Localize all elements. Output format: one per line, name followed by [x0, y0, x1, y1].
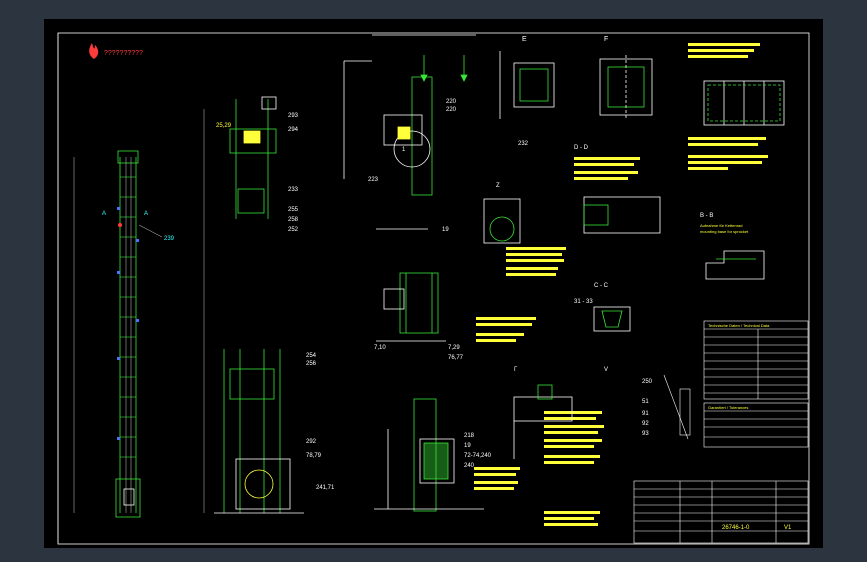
svg-text:256: 256	[306, 361, 317, 367]
yellow-notes-dd	[574, 157, 640, 180]
view-f	[599, 55, 653, 119]
drive-labels: 220 220 223 1	[368, 99, 457, 183]
right-small-detail	[663, 374, 691, 440]
svg-text:218: 218	[464, 433, 475, 439]
view-e	[499, 51, 555, 119]
svg-text:7,10: 7,10	[374, 345, 386, 351]
svg-text:252: 252	[288, 227, 299, 233]
view-z	[483, 198, 521, 244]
tech-data-table	[703, 320, 809, 448]
section-a-left: A	[102, 211, 106, 217]
right-small-labels: 250 51 91 92 93	[642, 379, 653, 437]
view-a-detail	[703, 80, 785, 126]
svg-text:25,29: 25,29	[216, 123, 232, 129]
svg-text:1: 1	[402, 147, 406, 153]
svg-text:255: 255	[288, 207, 299, 213]
view-dd-title: D - D	[574, 145, 589, 151]
svg-text:254: 254	[306, 353, 317, 359]
svg-text:220: 220	[446, 107, 457, 113]
section-a-right: A	[144, 211, 148, 217]
tech-table-title: Technische Daten / Technical Data	[708, 323, 770, 328]
boot-labels: 218 19 72-74,240 240	[464, 433, 492, 469]
revision: V1	[784, 525, 792, 531]
svg-text:240: 240	[464, 463, 475, 469]
label-239: 239	[164, 236, 175, 242]
svg-text:241,71: 241,71	[316, 485, 335, 491]
company-logo: ??????????	[89, 43, 143, 59]
view-bb	[705, 250, 765, 280]
view-cc	[593, 306, 631, 332]
foot-labels: 254 256 292 78,79 241,71	[306, 353, 335, 491]
svg-text:93: 93	[642, 431, 649, 437]
svg-text:223: 223	[368, 177, 379, 183]
bb-note-en: mounting base for sprocket	[700, 229, 749, 234]
svg-text:250: 250	[642, 379, 653, 385]
svg-text:76,77: 76,77	[448, 355, 464, 361]
tensioner-labels: 7,29 76,77 7,10 19	[374, 227, 464, 361]
title-block	[633, 480, 809, 544]
svg-text:91: 91	[642, 411, 649, 417]
label-31: 31 - 33	[574, 299, 593, 305]
svg-text:292: 292	[306, 439, 317, 445]
yellow-notes-mid	[476, 247, 566, 342]
elevator-tall-view	[115, 150, 141, 518]
view-cc-title: C - C	[594, 283, 609, 289]
view-e-title: E	[522, 36, 527, 43]
drawing-frame: ?????????? 239 A A 2	[44, 19, 823, 548]
elevator-foot-view	[214, 349, 304, 514]
tensioner-view	[376, 228, 446, 342]
svg-text:78,79: 78,79	[306, 453, 322, 459]
force-arrows	[420, 55, 468, 82]
cad-drawing: ?????????? 239 A A 2	[57, 32, 810, 545]
elevator-red-marker	[118, 223, 122, 227]
view-gamma-title: Γ	[514, 367, 518, 373]
svg-text:92: 92	[642, 421, 649, 427]
svg-text:294: 294	[288, 127, 299, 133]
elevator-markers	[117, 207, 139, 440]
tech-table-sub: Garantiert / Tolerances	[708, 405, 748, 410]
svg-text:19: 19	[464, 443, 471, 449]
svg-text:220: 220	[446, 99, 457, 105]
view-v-title: V	[604, 367, 608, 373]
svg-text:7,29: 7,29	[448, 345, 460, 351]
view-bb-title: B - B	[700, 213, 713, 219]
bb-note: Aufnahme für Kettenrad	[700, 223, 742, 228]
head-labels: 293 294 233 255 258 252 25,29	[216, 113, 299, 233]
yellow-notes-low	[474, 411, 604, 526]
doc-number: 26746-1-0	[722, 525, 750, 531]
svg-text:258: 258	[288, 217, 299, 223]
view-z-title: Z	[496, 183, 500, 189]
view-dd	[583, 196, 661, 234]
svg-text:51: 51	[642, 399, 649, 405]
yellow-notes-top	[688, 43, 768, 170]
svg-text:72-74,240: 72-74,240	[464, 453, 492, 459]
drive-detail-view	[343, 60, 433, 196]
logo-text: ??????????	[104, 50, 143, 57]
svg-text:293: 293	[288, 113, 299, 119]
elevator-head-view	[229, 96, 277, 219]
svg-text:233: 233	[288, 187, 299, 193]
svg-text:19: 19	[442, 227, 449, 233]
elevator-rungs	[120, 176, 136, 458]
label-232: 232	[518, 141, 529, 147]
gamma-detail	[513, 384, 573, 459]
boot-view	[374, 398, 484, 512]
view-f-title: F	[604, 36, 608, 43]
